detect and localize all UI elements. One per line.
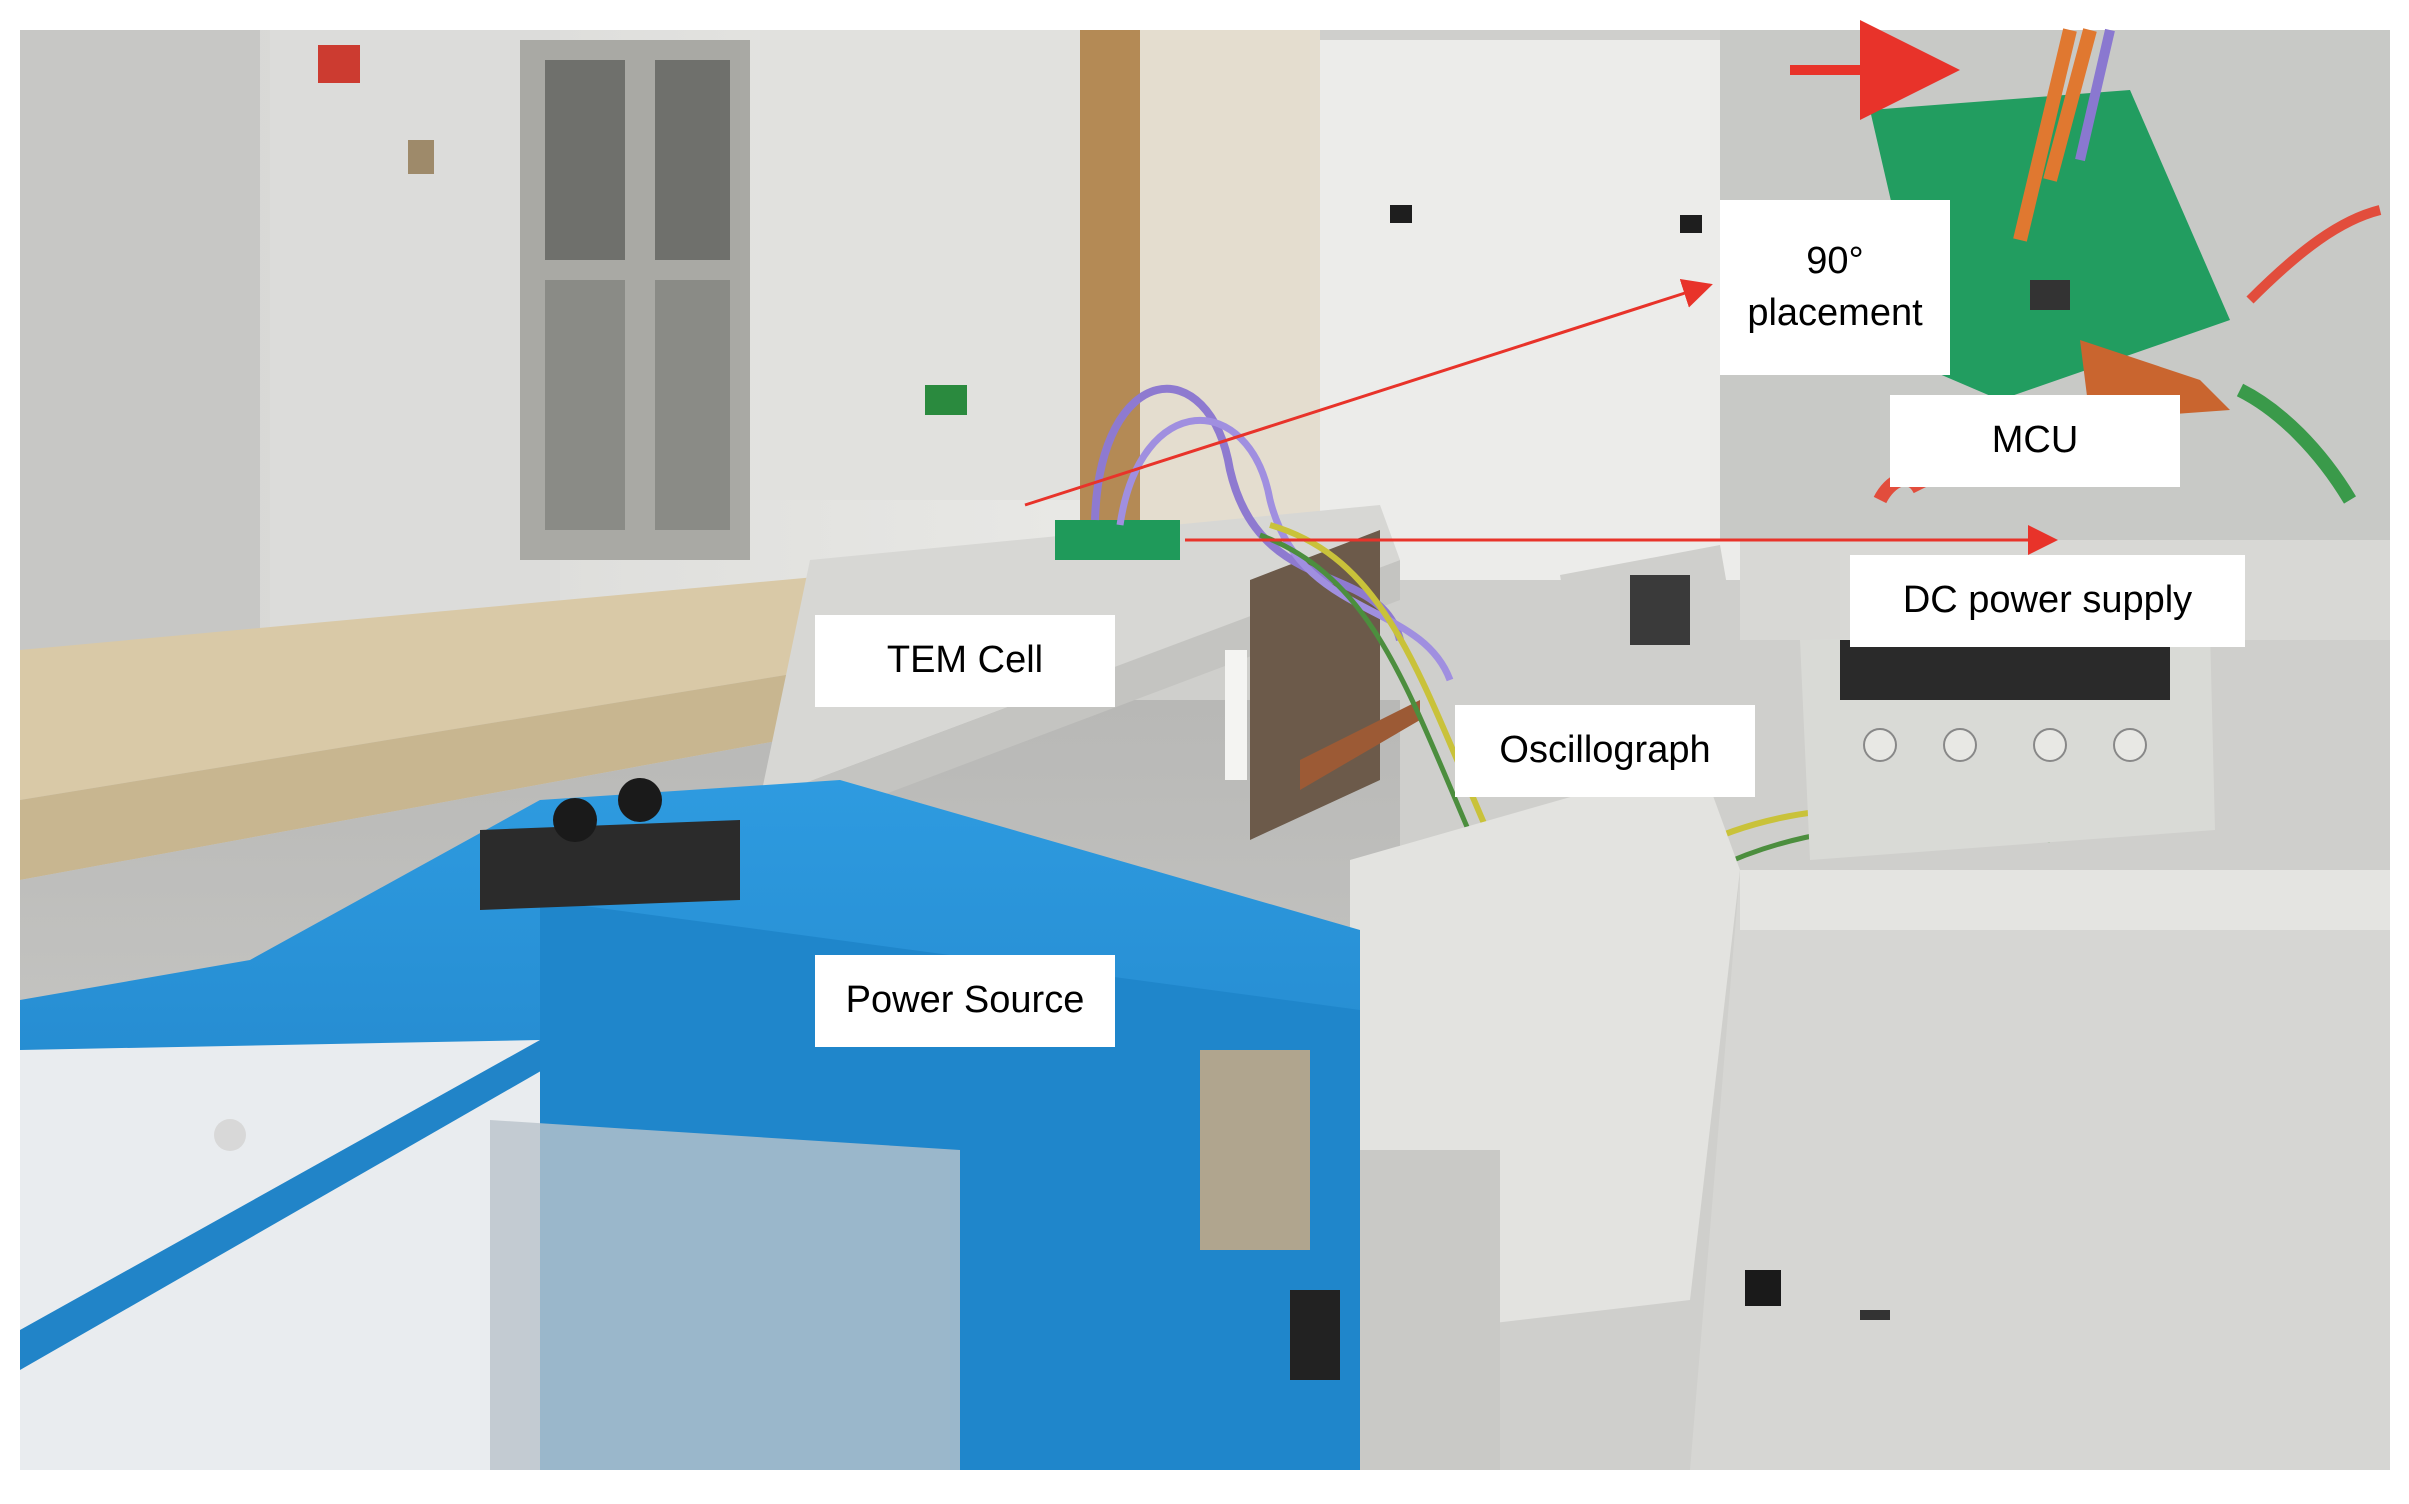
power-source-box xyxy=(20,778,1360,1470)
label-tem-cell-text: TEM Cell xyxy=(886,639,1044,682)
label-power-source-text: Power Source xyxy=(845,979,1085,1022)
label-90-placement: 90° placement xyxy=(1720,200,1950,375)
pcb-board xyxy=(1055,520,1180,560)
label-mcu: MCU xyxy=(1890,395,2180,487)
label-mcu-text: MCU xyxy=(1991,419,2079,462)
label-tem-cell: TEM Cell xyxy=(815,615,1115,707)
grey-cabinet xyxy=(1690,870,2390,1470)
arrow-to-placement xyxy=(1024,278,1713,507)
label-dc-power-supply-text: DC power supply xyxy=(1902,579,2193,622)
dc-power-supply-device xyxy=(1800,630,2215,860)
fire-alarm xyxy=(318,45,360,83)
label-power-source: Power Source xyxy=(815,955,1115,1047)
label-dc-power-supply: DC power supply xyxy=(1850,555,2245,647)
label-oscillograph: Oscillograph xyxy=(1455,705,1755,797)
oscilloscope xyxy=(1560,545,1740,690)
label-90-placement-line1: 90° xyxy=(1806,240,1864,283)
cabinet xyxy=(1320,40,1740,580)
exit-sign xyxy=(925,385,967,415)
label-oscillograph-text: Oscillograph xyxy=(1499,729,1711,772)
label-90-placement-line2: placement xyxy=(1747,291,1923,334)
